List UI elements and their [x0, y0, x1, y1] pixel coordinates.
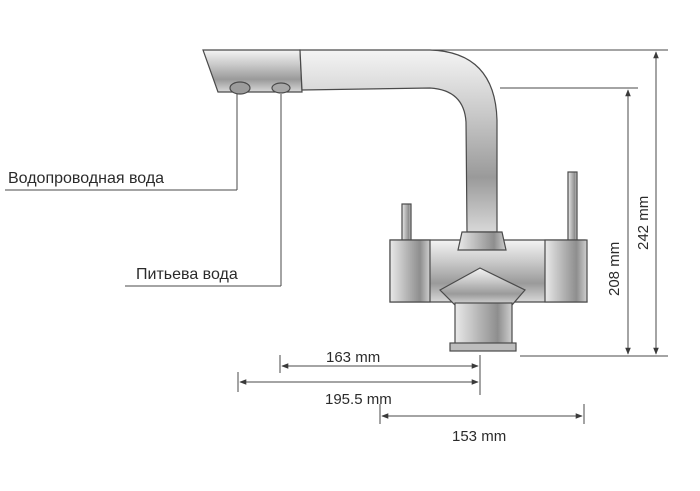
left-lever: [401, 203, 412, 245]
dim-195-label: 195.5 mm: [325, 391, 392, 408]
spout-head: [202, 49, 303, 93]
spout-arm: [299, 49, 498, 233]
dim-153-label: 153 mm: [452, 428, 506, 445]
dim-208-label: 208 mm: [606, 242, 623, 296]
left-cap: [389, 239, 431, 303]
vertical-dimensions: [430, 49, 668, 357]
tap-water-label: Водопроводная вода: [8, 170, 164, 187]
faucet-drawing: [202, 49, 588, 352]
horizontal-dimensions: [237, 355, 585, 424]
drinking-water-outlet: [271, 82, 291, 94]
swivel-collar: [457, 231, 507, 251]
dim-163-label: 163 mm: [326, 349, 380, 366]
body-neck: [439, 267, 526, 306]
tap-water-outlet: [229, 81, 251, 95]
right-lever: [567, 171, 578, 243]
base-column: [454, 302, 513, 346]
dim-242-label: 242 mm: [635, 196, 652, 250]
base-plate: [449, 342, 517, 352]
drinking-water-label: Питьева вода: [136, 266, 238, 283]
right-cap: [544, 239, 588, 303]
label-leaders: [5, 94, 282, 287]
